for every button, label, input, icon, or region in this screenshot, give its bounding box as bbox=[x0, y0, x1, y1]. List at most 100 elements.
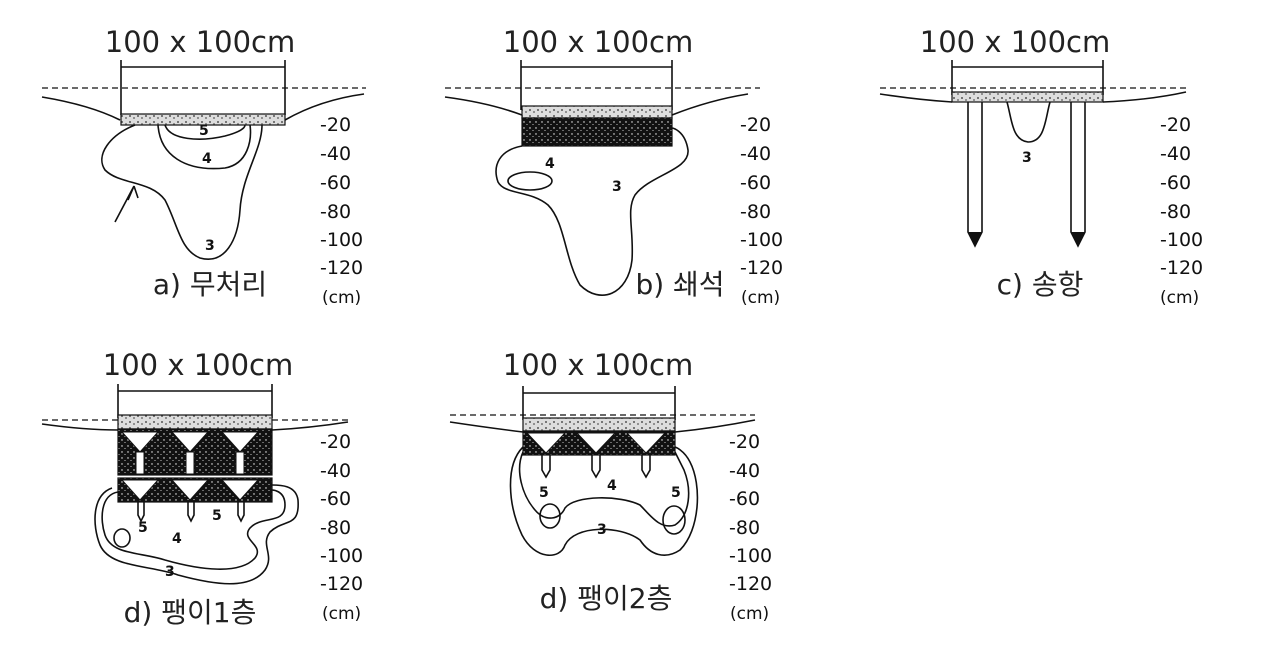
dimension-label: 100 x 100cm bbox=[103, 348, 294, 382]
contour-5-pocket bbox=[539, 503, 561, 529]
dimension-label: 100 x 100cm bbox=[105, 25, 296, 59]
zone-label: 3 bbox=[205, 238, 215, 254]
panel-caption: c) 송항 bbox=[997, 268, 1084, 301]
surface-plate bbox=[120, 113, 286, 126]
pile-right bbox=[1070, 102, 1086, 248]
depth-tick: -120 bbox=[1160, 257, 1203, 279]
surface-plate bbox=[951, 91, 1104, 103]
ground-slope bbox=[444, 93, 749, 116]
depth-tick: -60 bbox=[320, 488, 351, 510]
depth-unit: (cm) bbox=[730, 604, 769, 624]
depth-tick: -120 bbox=[320, 257, 363, 279]
contour-5-pocket bbox=[113, 528, 131, 548]
depth-scale: -20 -40 -60 -80 -100 -120 (cm) bbox=[1160, 114, 1203, 308]
depth-tick: -60 bbox=[1160, 172, 1191, 194]
contour-4 bbox=[157, 124, 252, 170]
dimension-label: 100 x 100cm bbox=[503, 25, 694, 59]
zone-label: 5 bbox=[539, 485, 549, 501]
depth-tick: -40 bbox=[729, 460, 760, 482]
dimension-line bbox=[520, 60, 673, 110]
depth-tick: -20 bbox=[320, 431, 351, 453]
top-stem bbox=[135, 451, 145, 475]
bottom-stems bbox=[541, 455, 651, 479]
depth-unit: (cm) bbox=[1160, 288, 1199, 308]
crushed-stone-layer bbox=[521, 117, 673, 147]
depth-tick: -80 bbox=[729, 517, 760, 539]
depth-scale: -20 -40 -60 -80 -100 -120 (cm) bbox=[740, 114, 783, 308]
surface-plate bbox=[117, 414, 273, 430]
surface-plate bbox=[521, 105, 673, 119]
zone-label: 5 bbox=[212, 508, 222, 524]
depth-tick: -40 bbox=[740, 143, 771, 165]
top-stem bbox=[185, 451, 195, 475]
pile-tips bbox=[968, 232, 1085, 246]
top-cones bbox=[120, 431, 260, 453]
depth-tick: -100 bbox=[729, 545, 772, 567]
depth-tick: -80 bbox=[320, 201, 351, 223]
depth-tick: -100 bbox=[320, 545, 363, 567]
zone-label: 3 bbox=[1022, 150, 1032, 166]
zone-label: 5 bbox=[671, 485, 681, 501]
zone-label: 4 bbox=[202, 151, 212, 167]
contour-3 bbox=[495, 127, 689, 296]
depth-tick: -20 bbox=[729, 431, 760, 453]
second-cones bbox=[120, 479, 260, 501]
panel-caption: b) 쇄석 bbox=[635, 268, 724, 301]
depth-tick: -20 bbox=[1160, 114, 1191, 136]
depth-tick: -120 bbox=[740, 257, 783, 279]
ground-slope bbox=[879, 91, 1187, 103]
depth-scale: -20 -40 -60 -80 -100 -120 (cm) bbox=[729, 431, 772, 624]
zone-label: 5 bbox=[199, 123, 209, 139]
zone-label: 3 bbox=[165, 564, 175, 580]
contour-5 bbox=[164, 124, 246, 140]
depth-tick: -80 bbox=[1160, 201, 1191, 223]
dimension-line bbox=[522, 386, 676, 420]
depth-tick: -100 bbox=[1160, 229, 1203, 251]
depth-tick: -120 bbox=[729, 573, 772, 595]
contour-3 bbox=[509, 446, 699, 557]
panel-caption: d) 팽이2층 bbox=[540, 582, 673, 615]
depth-tick: -80 bbox=[740, 201, 771, 223]
contour-3 bbox=[94, 484, 299, 585]
dimension-line bbox=[117, 384, 273, 418]
ground-slope bbox=[41, 421, 349, 431]
depth-tick: -100 bbox=[740, 229, 783, 251]
zone-label: 4 bbox=[545, 156, 555, 172]
depth-tick: -20 bbox=[320, 114, 351, 136]
panel-a: 100 x 100cm 5 4 3 a) 무처리 -20 -40 -60 -80… bbox=[41, 25, 366, 308]
depth-unit: (cm) bbox=[741, 288, 780, 308]
zone-label: 3 bbox=[597, 522, 607, 538]
zone-label: 4 bbox=[172, 531, 182, 547]
panel-caption: d) 팽이1층 bbox=[124, 596, 257, 629]
surface-plate bbox=[522, 417, 676, 432]
panel-b: 100 x 100cm 4 3 b) 쇄석 -20 -40 -60 -80 -1… bbox=[444, 25, 783, 308]
panel-d2: 100 x 100cm 5 4 5 3 d) 팽이2층 -20 -40 -60 … bbox=[449, 348, 772, 624]
depth-tick: -60 bbox=[740, 172, 771, 194]
contour-4-pocket bbox=[507, 171, 553, 191]
ground-slope bbox=[41, 93, 365, 121]
depth-tick: -60 bbox=[320, 172, 351, 194]
depth-tick: -40 bbox=[320, 460, 351, 482]
depth-tick: -20 bbox=[740, 114, 771, 136]
dimension-label: 100 x 100cm bbox=[920, 25, 1111, 59]
depth-scale: -20 -40 -60 -80 -100 -120 (cm) bbox=[320, 114, 363, 308]
depth-tick: -40 bbox=[1160, 143, 1191, 165]
zone-label: 4 bbox=[607, 478, 617, 494]
contour-4 bbox=[101, 489, 286, 570]
panel-caption: a) 무처리 bbox=[153, 268, 267, 301]
depth-unit: (cm) bbox=[322, 604, 361, 624]
arrow bbox=[114, 185, 139, 223]
bottom-stems bbox=[137, 500, 245, 523]
contour-4 bbox=[518, 451, 690, 527]
zone-label: 3 bbox=[612, 179, 622, 195]
ground-slope bbox=[449, 419, 756, 433]
panel-c: 100 x 100cm 3 c) 송항 -20 -40 -60 -80 -100… bbox=[879, 25, 1203, 308]
dimension-label: 100 x 100cm bbox=[503, 348, 694, 382]
depth-unit: (cm) bbox=[322, 288, 361, 308]
depth-scale: -20 -40 -60 -80 -100 -120 (cm) bbox=[320, 431, 363, 624]
depth-tick: -60 bbox=[729, 488, 760, 510]
contour-3 bbox=[101, 124, 263, 260]
top-stem bbox=[235, 451, 245, 475]
pile-left bbox=[967, 102, 983, 248]
